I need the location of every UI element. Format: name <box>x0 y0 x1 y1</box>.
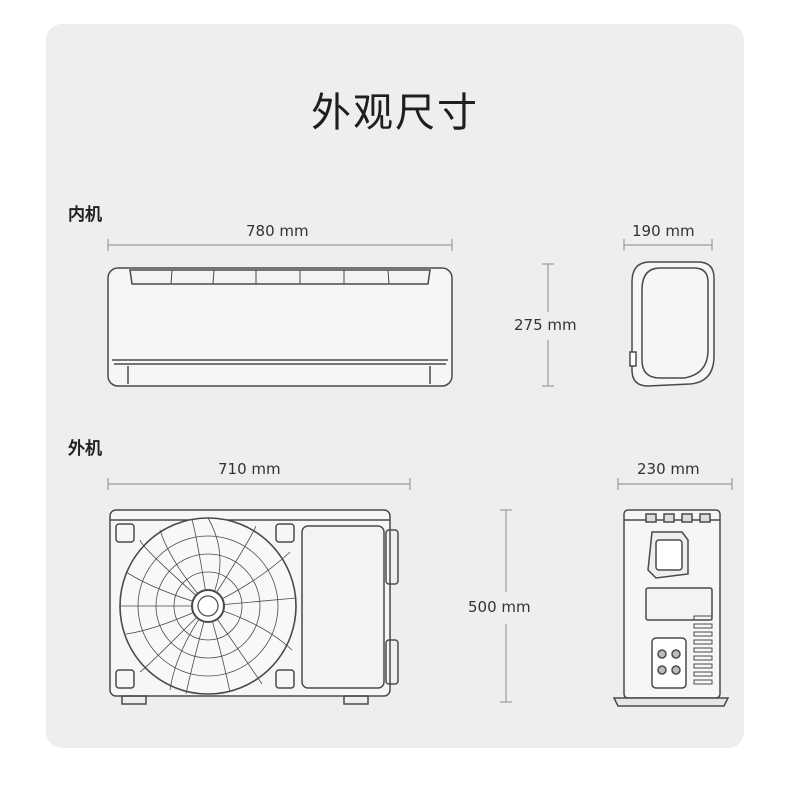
page-title: 外观尺寸 <box>311 90 479 136</box>
outdoor-height-dimension: 500 mm <box>468 598 531 616</box>
outdoor-unit-label: 外机 <box>68 439 102 459</box>
indoor-unit-front-drawing <box>107 267 453 387</box>
indoor-depth-dimension: 190 mm <box>632 222 695 240</box>
dimension-lines <box>107 239 733 703</box>
outdoor-unit-side-drawing <box>612 509 730 707</box>
outdoor-width-dimension: 710 mm <box>218 460 281 478</box>
indoor-unit-side-drawing <box>629 261 715 387</box>
indoor-width-dimension: 780 mm <box>246 222 309 240</box>
fan-grille-drawing <box>119 517 297 695</box>
outdoor-depth-dimension: 230 mm <box>637 460 700 478</box>
indoor-unit-label: 内机 <box>68 205 102 225</box>
indoor-height-dimension: 275 mm <box>514 316 577 334</box>
